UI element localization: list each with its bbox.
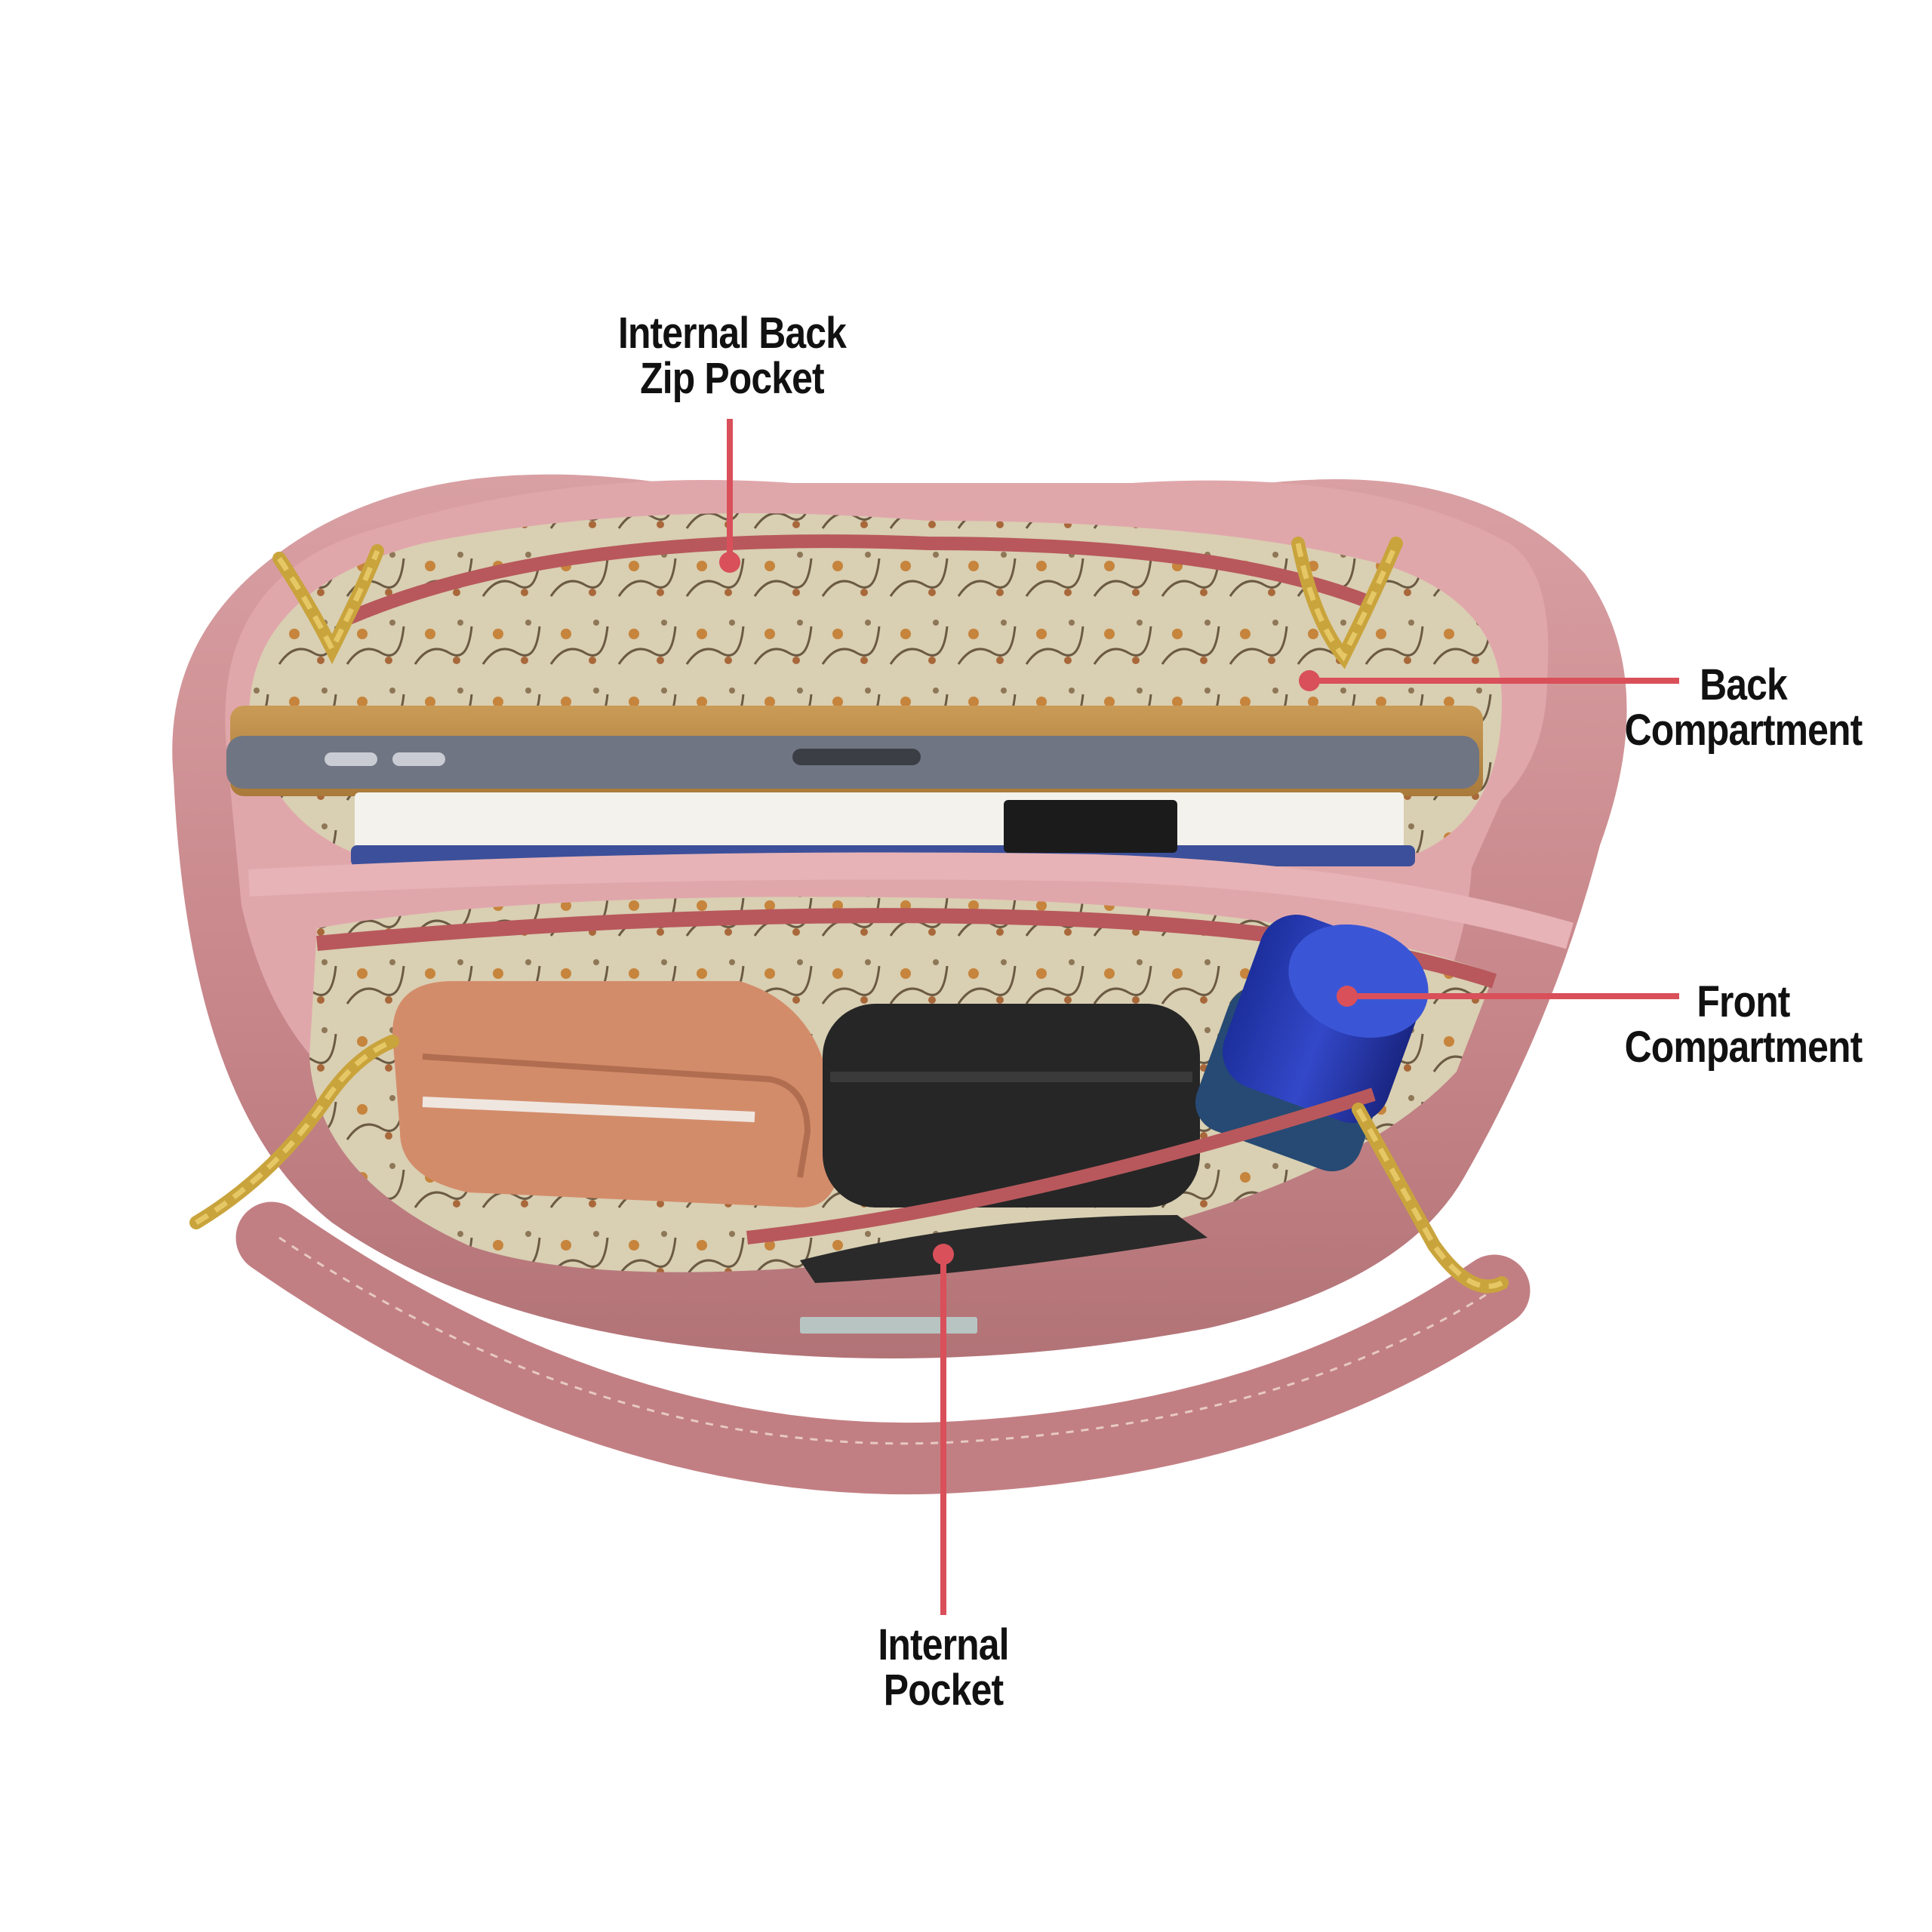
- callout-line: Back: [1700, 660, 1788, 709]
- wallet: [392, 981, 838, 1208]
- leader-dot-front-comp: [1337, 986, 1358, 1007]
- internal-pocket: [800, 1215, 1208, 1283]
- leader-lines: [719, 419, 1679, 1615]
- callout-back-compartment: Back Compartment: [1614, 663, 1873, 753]
- callout-line: Front: [1697, 977, 1790, 1026]
- callout-internal-back-zip-pocket: Internal Back Zip Pocket: [595, 311, 868, 401]
- callout-front-compartment: Front Compartment: [1614, 980, 1873, 1070]
- callout-line: Internal Back: [617, 309, 847, 358]
- callout-line: Compartment: [1624, 1023, 1863, 1072]
- leader-dot-back-comp: [1299, 670, 1320, 691]
- callout-internal-pocket: Internal Pocket: [833, 1623, 1054, 1713]
- leader-dot-internal: [933, 1244, 954, 1265]
- callout-line: Pocket: [883, 1666, 1004, 1715]
- bottle: [1195, 914, 1429, 1172]
- callout-line: Zip Pocket: [640, 354, 824, 403]
- callout-line: Compartment: [1624, 706, 1863, 755]
- logo-plate: [800, 1317, 977, 1334]
- glasses-case: [823, 1004, 1200, 1208]
- leader-dot-back-zip: [719, 552, 740, 573]
- book: [355, 792, 1404, 853]
- callout-line: Internal: [878, 1620, 1009, 1669]
